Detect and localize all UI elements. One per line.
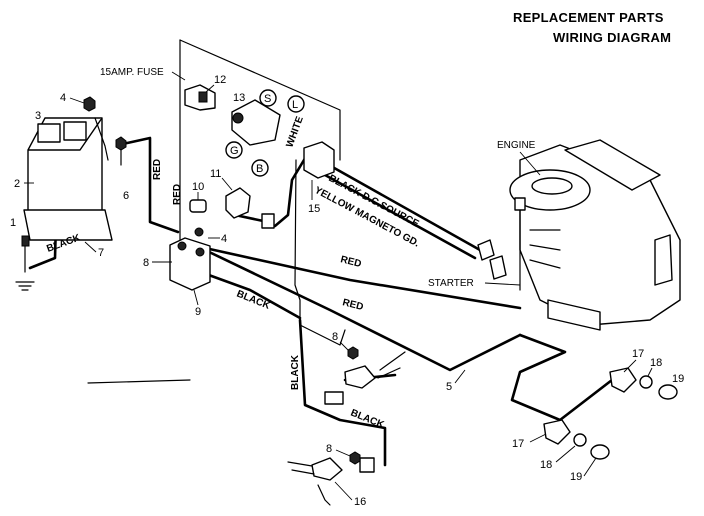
- callout-18a: 18: [650, 357, 662, 369]
- module-11: [225, 187, 275, 229]
- callout-11: 11: [210, 168, 221, 180]
- terminal-l: L: [292, 99, 298, 111]
- callout-3: 3: [35, 110, 41, 122]
- engine: [477, 139, 681, 331]
- battery-hold-down: [94, 117, 109, 161]
- callout-2: 2: [14, 178, 20, 190]
- wire-label-red-upper: RED: [339, 254, 362, 270]
- label-fuse: 15AMP. FUSE: [100, 67, 164, 78]
- stray-line: [87, 379, 191, 384]
- callout-9: 9: [195, 306, 201, 318]
- title-line-2: WIRING DIAGRAM: [553, 30, 671, 45]
- dash-panel-outline: [179, 39, 346, 346]
- label-starter: STARTER: [428, 278, 474, 289]
- callout-8b: 8: [332, 331, 338, 343]
- wire-label-red-solenoid: RED: [172, 184, 183, 205]
- callout-17b: 17: [512, 438, 524, 450]
- wire-label-red-lower: RED: [341, 297, 364, 313]
- callout-16: 16: [354, 496, 366, 508]
- ground-bolt: [15, 235, 35, 291]
- callout-19b: 19: [570, 471, 582, 483]
- wire-label-red-battery: RED: [152, 159, 163, 180]
- harness-connector: [303, 141, 335, 179]
- callout-1: 1: [10, 217, 16, 229]
- callout-17a: 17: [632, 348, 644, 360]
- wire-label-white: WHITE: [284, 115, 305, 149]
- terminal-b: B: [256, 163, 263, 175]
- title-line-1: REPLACEMENT PARTS: [513, 10, 664, 25]
- callouts: 1 2 3 4 4 5 6 7 8 8 8 9 10 11 12 13 15 1…: [10, 74, 684, 508]
- callout-6: 6: [123, 190, 129, 202]
- callout-4b: 4: [221, 233, 227, 245]
- terminal-g: G: [230, 145, 239, 157]
- hex-nut-4a: [83, 96, 96, 112]
- ignition-terminals: S L G B: [225, 89, 305, 177]
- callout-10: 10: [192, 181, 204, 193]
- bolt-6: [115, 136, 127, 166]
- callout-13: 13: [233, 92, 245, 104]
- seat-switch: [344, 346, 406, 389]
- headlight-upper: [609, 367, 678, 400]
- headlight-lower: [543, 419, 610, 460]
- terminal-s: S: [264, 93, 271, 105]
- label-engine: ENGINE: [497, 140, 536, 151]
- brake-switch: [287, 451, 375, 506]
- callout-5: 5: [446, 381, 452, 393]
- wire-label-black-vertical: BLACK: [290, 354, 301, 390]
- callout-8c: 8: [326, 443, 332, 455]
- ignition-switch: [231, 99, 281, 146]
- wire-label-black-lower: BLACK: [349, 408, 386, 432]
- callout-18b: 18: [540, 459, 552, 471]
- callout-12: 12: [214, 74, 226, 86]
- callout-15: 15: [308, 203, 320, 215]
- harness-plug: [324, 391, 344, 405]
- starter-solenoid: [169, 227, 211, 291]
- callout-19a: 19: [672, 373, 684, 385]
- fuse-holder: [184, 84, 216, 111]
- callout-4a: 4: [60, 92, 66, 104]
- switch-10: [189, 199, 207, 213]
- battery: [23, 117, 113, 241]
- callout-7: 7: [98, 247, 104, 259]
- callout-8a: 8: [143, 257, 149, 269]
